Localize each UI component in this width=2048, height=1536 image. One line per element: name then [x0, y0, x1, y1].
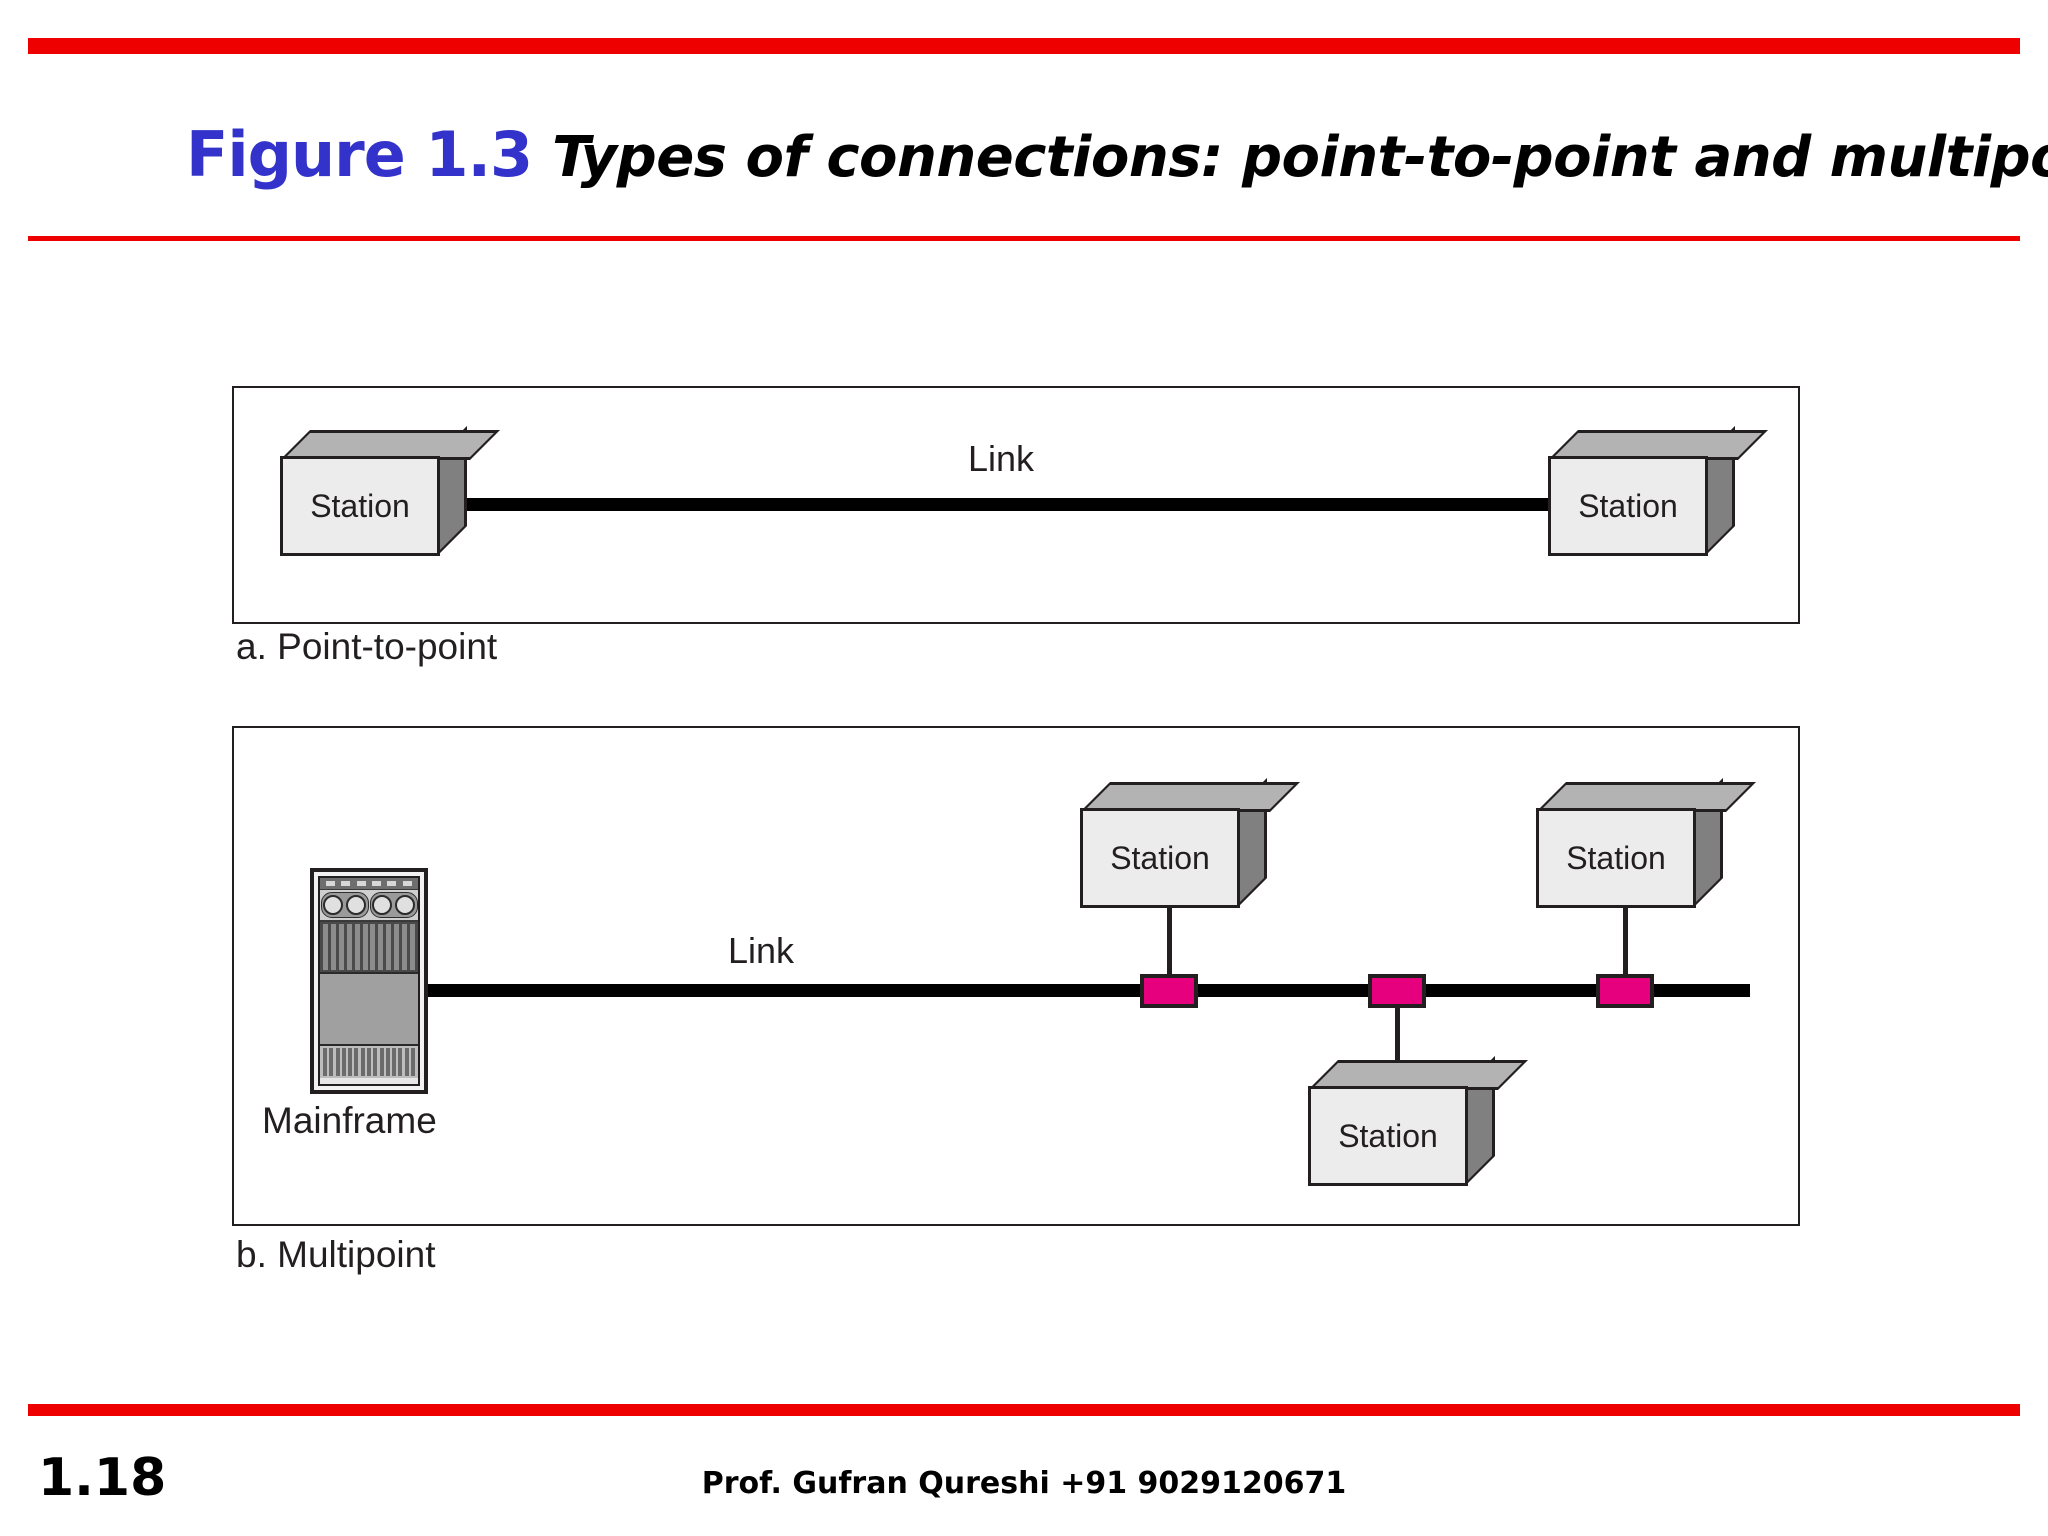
page-title: Figure 1.3 Types of connections: point-t… — [186, 118, 2048, 191]
link-label-multipoint: Link — [728, 930, 795, 971]
figure-number: Figure 1.3 — [186, 118, 533, 191]
link-label-point-to-point: Link — [968, 438, 1035, 479]
station-box-b-bottom: Station — [1308, 1056, 1528, 1186]
station-box-a-right: Station — [1548, 426, 1768, 556]
tap-connector-right — [1596, 974, 1654, 1008]
station-box-b-left: Station — [1080, 778, 1300, 908]
drop-wire-right — [1623, 906, 1628, 980]
tape-reel-pair-right — [369, 892, 418, 918]
station-box-a-left: Station — [280, 426, 500, 556]
station-front-face: Station — [1080, 808, 1240, 908]
drop-wire-left — [1167, 906, 1172, 980]
drop-wire-middle — [1395, 1004, 1400, 1086]
top-red-rule — [28, 38, 2020, 54]
bottom-red-rule — [28, 1404, 2020, 1416]
link-cable-point-to-point — [452, 498, 1550, 511]
tape-reel-pair-left — [320, 892, 369, 918]
mainframe-icon — [310, 868, 428, 1094]
title-red-rule — [28, 236, 2020, 241]
station-label: Station — [310, 488, 410, 524]
station-front-face: Station — [1548, 456, 1708, 556]
station-front-face: Station — [1536, 808, 1696, 908]
mainframe-label: Mainframe — [262, 1100, 437, 1141]
caption-multipoint: b. Multipoint — [236, 1234, 436, 1275]
station-label: Station — [1338, 1118, 1438, 1154]
mainframe-body — [318, 876, 420, 1086]
figure-title: Types of connections: point-to-point and… — [552, 125, 2048, 190]
station-label: Station — [1566, 840, 1666, 876]
mainframe-blank-panel — [320, 974, 418, 1044]
caption-point-to-point: a. Point-to-point — [236, 626, 498, 667]
station-box-b-right: Station — [1536, 778, 1756, 908]
station-front-face: Station — [1308, 1086, 1468, 1186]
station-front-face: Station — [280, 456, 440, 556]
tap-connector-left — [1140, 974, 1198, 1008]
mainframe-lower-slats — [320, 1044, 418, 1078]
tap-connector-middle — [1368, 974, 1426, 1008]
station-label: Station — [1578, 488, 1678, 524]
footer-credit: Prof. Gufran Qureshi +91 9029120671 — [701, 1466, 1347, 1501]
link-bus-multipoint — [428, 984, 1750, 997]
mainframe-base — [320, 1078, 418, 1084]
station-label: Station — [1110, 840, 1210, 876]
mainframe-indicator-lights — [320, 878, 418, 890]
slide-number: 1.18 — [38, 1448, 167, 1508]
mainframe-tape-reels — [320, 890, 418, 922]
mainframe-upper-slats — [320, 922, 418, 974]
